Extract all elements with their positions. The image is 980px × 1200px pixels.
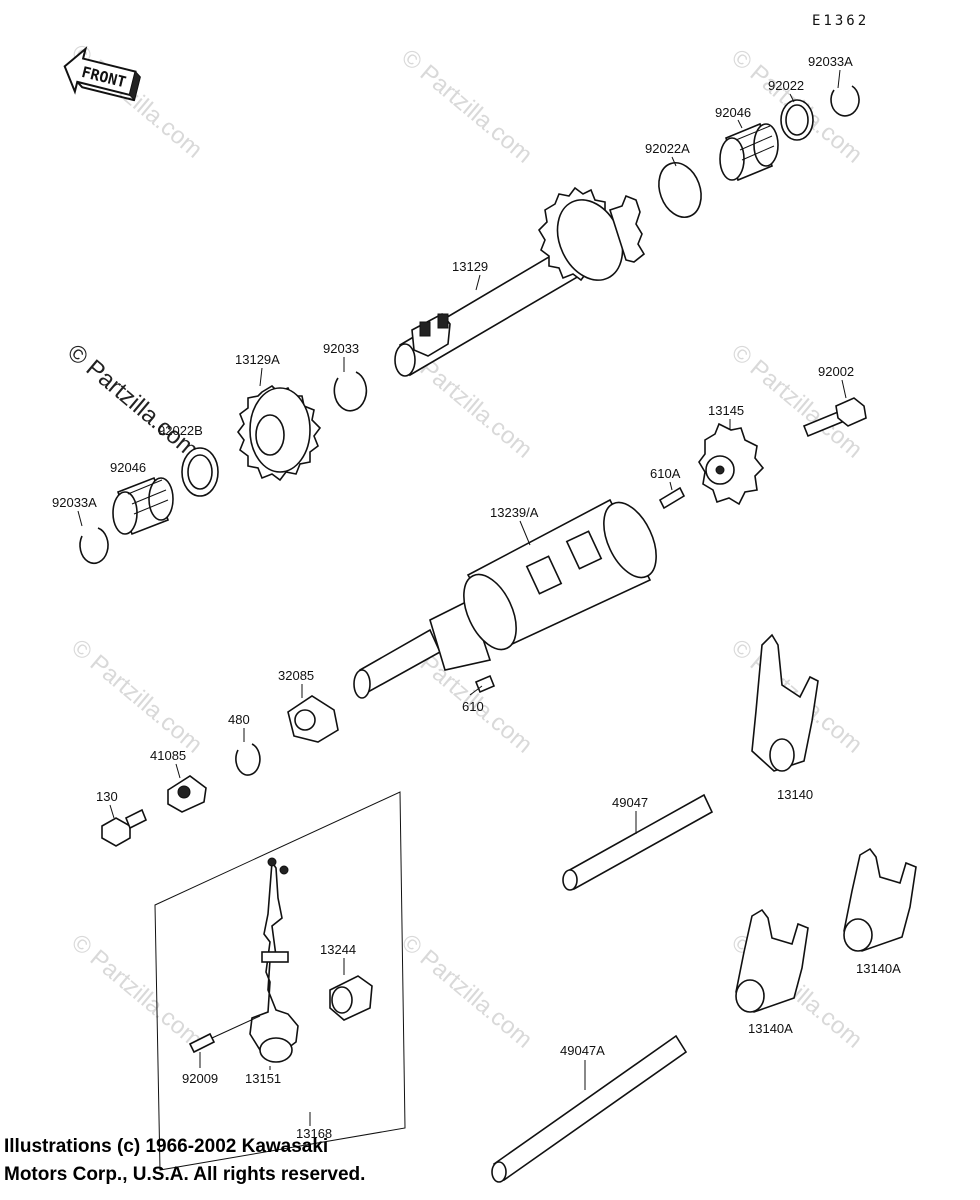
part-13239A[interactable]: 13239/A [353,494,667,699]
front-arrow-icon: FRONT [63,46,141,102]
part-92046-left[interactable]: 92046 [110,460,174,536]
copyright-line-2: Motors Corp., U.S.A. All rights reserved… [4,1164,366,1185]
part-13244[interactable]: 13244 [320,942,373,1021]
svg-text:610: 610 [462,699,484,714]
copyright-line-1: Illustrations (c) 1966-2002 Kawasaki [4,1136,329,1157]
part-610[interactable]: 610 [462,674,496,714]
svg-text:92022A: 92022A [645,141,690,156]
svg-text:92033A: 92033A [808,54,853,69]
part-92009[interactable]: 92009 [182,1015,261,1086]
svg-text:92009: 92009 [182,1071,218,1086]
part-130[interactable]: 130 [96,789,148,847]
svg-text:13140A: 13140A [856,961,901,976]
svg-text:41085: 41085 [150,748,186,763]
watermark: © Partzilla.com [66,929,207,1054]
part-92022B[interactable]: 92022B [158,423,219,497]
svg-text:480: 480 [228,712,250,727]
svg-text:92046: 92046 [110,460,146,475]
svg-text:13129: 13129 [452,259,488,274]
svg-text:49047: 49047 [612,795,648,810]
svg-text:32085: 32085 [278,668,314,683]
part-13129[interactable]: 13129 [394,186,646,377]
svg-text:92046: 92046 [715,105,751,120]
svg-text:130: 130 [96,789,118,804]
watermark: © Partzilla.com [66,39,207,164]
svg-text:13244: 13244 [320,942,356,957]
part-480[interactable]: 480 [228,712,261,776]
part-92046-top[interactable]: 92046 [715,105,779,182]
svg-text:92033: 92033 [323,341,359,356]
svg-text:13239/A: 13239/A [490,505,539,520]
part-92002[interactable]: 92002 [802,364,867,438]
part-13140[interactable]: 13140 [751,633,819,802]
diagram-code: E1362 [812,13,869,29]
part-49047A[interactable]: 49047A [491,1034,688,1183]
svg-text:92002: 92002 [818,364,854,379]
part-13145[interactable]: 13145 [698,403,765,506]
part-92033[interactable]: 92033 [323,341,368,412]
svg-text:13140A: 13140A [748,1021,793,1036]
part-13140A-left[interactable]: 13140A [735,908,809,1036]
copyright-notice: Illustrations (c) 1966-2002 Kawasaki Mot… [4,1133,365,1189]
part-92022A[interactable]: 92022A [645,141,708,223]
part-92022[interactable]: 92022 [768,78,814,141]
part-13168[interactable]: 13168 [296,1112,332,1141]
watermark: © Partzilla.com [396,929,537,1054]
part-610A[interactable]: 610A [650,466,686,510]
part-92033A-left[interactable]: 92033A [52,495,109,565]
svg-text:92022B: 92022B [158,423,203,438]
part-32085[interactable]: 32085 [278,668,339,743]
part-41085[interactable]: 41085 [150,748,207,813]
svg-text:13168: 13168 [296,1126,332,1141]
svg-text:13140: 13140 [777,787,813,802]
part-92033A-top[interactable]: 92033A [808,54,860,117]
part-13151[interactable]: 13151 [245,857,299,1086]
svg-text:13151: 13151 [245,1071,281,1086]
svg-text:92022: 92022 [768,78,804,93]
watermarks: © Partzilla.com © Partzilla.com © Partzi… [62,39,867,1054]
svg-text:13129A: 13129A [235,352,280,367]
watermark-dark: © Partzilla.com [62,339,203,464]
svg-text:610A: 610A [650,466,681,481]
watermark: © Partzilla.com [396,44,537,169]
part-13129A[interactable]: 13129A [235,352,322,482]
svg-text:49047A: 49047A [560,1043,605,1058]
watermark: © Partzilla.com [66,634,207,759]
svg-text:13145: 13145 [708,403,744,418]
svg-text:92033A: 92033A [52,495,97,510]
part-49047[interactable]: 49047 [562,793,714,891]
assembly-box-13168 [154,791,406,1171]
part-13140A-right[interactable]: 13140A [843,847,917,976]
